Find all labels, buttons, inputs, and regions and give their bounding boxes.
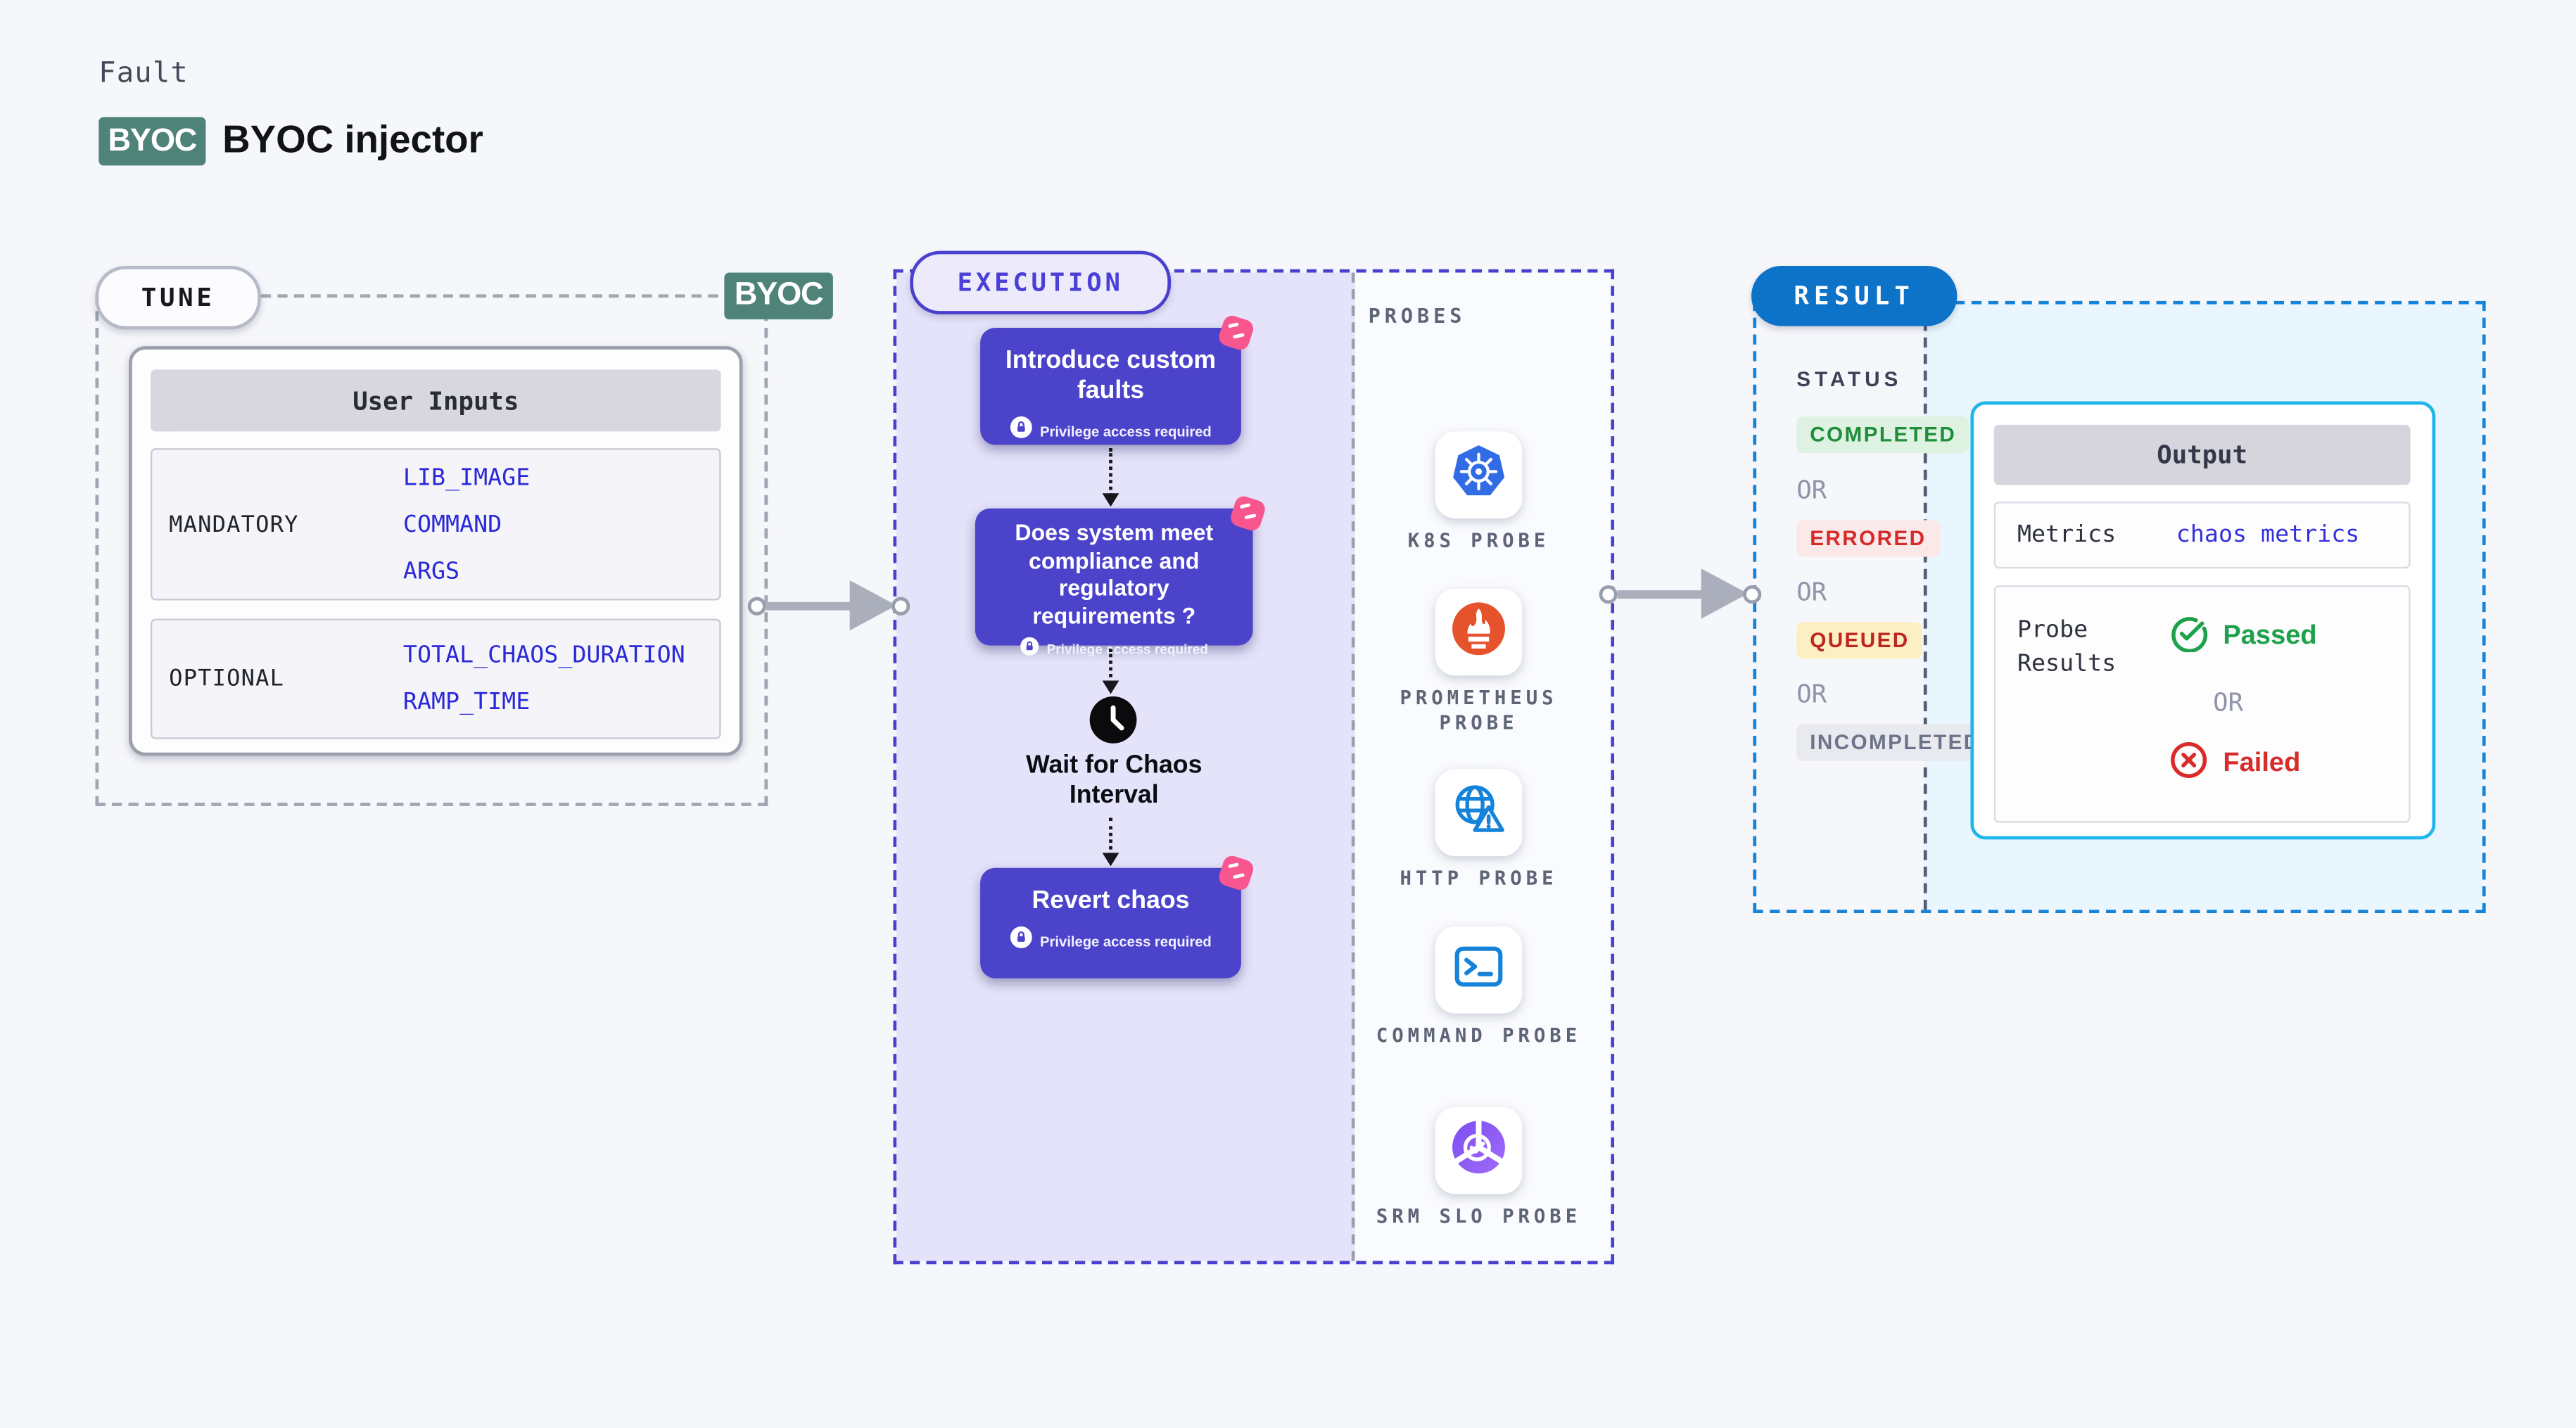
prometheus-probe-label: PROMETHEUS PROBE	[1400, 685, 1558, 734]
flow-arrow-down	[1102, 649, 1119, 694]
mandatory-label: MANDATORY	[169, 511, 299, 538]
arrow-shaft	[1617, 589, 1705, 598]
status-badge-completed: COMPLETED	[1796, 416, 1970, 454]
http-probe-card	[1435, 769, 1523, 857]
passed-result: Passed	[2169, 613, 2317, 661]
command-probe-card	[1435, 926, 1523, 1014]
input-command: COMMAND	[402, 511, 502, 538]
mandatory-row: MANDATORY LIB_IMAGE COMMAND ARGS	[150, 448, 721, 601]
arrow-end-dot	[1743, 584, 1762, 604]
privilege-note-text: Privilege access required	[1046, 641, 1208, 657]
or-separator: OR	[2213, 687, 2244, 718]
result-pill: RESULT	[1751, 265, 1958, 326]
metrics-row: Metrics chaos metrics	[1993, 502, 2411, 569]
probes-to-result-arrow	[1599, 566, 1762, 623]
step-title: Does system meet compliance and regulato…	[1015, 520, 1214, 628]
input-ramp-time: RAMP_TIME	[402, 689, 531, 716]
check-circle-icon	[2169, 613, 2208, 661]
chaos-logo-icon	[1214, 851, 1258, 903]
probes-heading: PROBES	[1368, 304, 1466, 328]
flow-arrow-down	[1102, 817, 1119, 867]
flow-arrow-down	[1102, 448, 1119, 507]
fault-eyebrow: Fault	[99, 56, 189, 91]
output-title: Output	[1993, 424, 2411, 485]
or-separator: OR	[1796, 475, 1827, 505]
k8s-probe-label: K8S PROBE	[1407, 528, 1550, 552]
status-badge-incompleted: INCOMPLETED	[1796, 724, 1994, 761]
metrics-value: chaos metrics	[2176, 521, 2360, 549]
user-inputs-card: User Inputs MANDATORY LIB_IMAGE COMMAND …	[129, 346, 743, 756]
arrowhead	[1102, 853, 1119, 867]
terminal-icon	[1449, 936, 1509, 1004]
arrow-end-dot	[892, 596, 911, 615]
wait-step-title: Wait for Chaos Interval	[1026, 751, 1203, 810]
passed-label: Passed	[2223, 622, 2317, 651]
srm-slo-probe-card	[1435, 1107, 1523, 1194]
status-badge-queued: QUEUED	[1796, 622, 1923, 659]
failed-label: Failed	[2223, 749, 2301, 778]
dotted-line	[1109, 649, 1112, 684]
clock-icon	[1087, 694, 1139, 755]
output-card: Output Metrics chaos metrics Probe Resul…	[1970, 401, 2436, 840]
arrow-head	[849, 580, 897, 631]
chaos-logo-icon	[1226, 492, 1270, 544]
step-title: Introduce custom faults	[1005, 346, 1217, 405]
dotted-line	[1109, 448, 1112, 497]
step-title: Revert chaos	[1032, 886, 1190, 915]
arrowhead	[1102, 680, 1119, 694]
probe-results-row: Probe Results Passed OR Failed	[1993, 585, 2411, 823]
command-probe-label: COMMAND PROBE	[1376, 1023, 1582, 1047]
step-compliance-check: Does system meet compliance and regulato…	[975, 496, 1265, 656]
arrow-shaft	[766, 601, 854, 610]
slo-pie-check-icon	[1449, 1116, 1509, 1185]
step-introduce-custom-faults: Introduce custom faults Privilege access…	[980, 315, 1254, 447]
status-badge-errored: ERRORED	[1796, 520, 1940, 557]
kubernetes-icon	[1449, 440, 1509, 509]
byoc-header-badge: BYOC	[99, 117, 206, 166]
tune-pill: TUNE	[95, 265, 261, 330]
input-lib-image: LIB_IMAGE	[402, 464, 531, 491]
input-total-chaos-duration: TOTAL_CHAOS_DURATION	[402, 642, 685, 669]
tune-section-box	[95, 294, 768, 806]
http-globe-icon	[1449, 779, 1509, 847]
tune-byoc-corner-badge: BYOC	[724, 272, 833, 320]
or-separator: OR	[1796, 679, 1827, 709]
or-separator: OR	[1796, 577, 1827, 607]
page-title: BYOC injector	[222, 117, 483, 161]
arrow-start-dot	[1599, 584, 1618, 604]
lock-icon	[1010, 926, 1032, 957]
privilege-note: Privilege access required	[975, 634, 1253, 664]
x-circle-icon	[2169, 741, 2208, 788]
input-args: ARGS	[402, 557, 460, 585]
prometheus-icon	[1449, 598, 1509, 666]
privilege-note-text: Privilege access required	[1040, 933, 1212, 950]
execution-pill: EXECUTION	[910, 250, 1172, 314]
chaos-logo-icon	[1214, 311, 1258, 363]
arrow-start-dot	[747, 596, 766, 615]
metrics-label: Metrics	[2017, 521, 2117, 549]
http-probe-label: HTTP PROBE	[1400, 866, 1558, 890]
privilege-note-text: Privilege access required	[1040, 423, 1212, 440]
srm-slo-probe-label: SRM SLO PROBE	[1376, 1204, 1582, 1228]
optional-row: OPTIONAL TOTAL_CHAOS_DURATION RAMP_TIME	[150, 618, 721, 739]
privilege-note: Privilege access required	[980, 416, 1241, 447]
prometheus-probe-card	[1435, 588, 1523, 676]
status-heading: STATUS	[1796, 367, 1903, 392]
lock-icon	[1020, 634, 1039, 664]
probe-results-label: Probe Results	[2017, 617, 2117, 677]
step-revert-chaos: Revert chaos Privilege access required	[980, 855, 1254, 978]
tune-to-execution-arrow	[747, 577, 911, 634]
failed-result: Failed	[2169, 741, 2300, 788]
lock-icon	[1010, 416, 1032, 447]
k8s-probe-card	[1435, 431, 1523, 518]
optional-label: OPTIONAL	[169, 665, 285, 693]
dotted-line	[1109, 817, 1112, 857]
arrowhead	[1102, 493, 1119, 507]
arrow-head	[1701, 568, 1749, 619]
privilege-note: Privilege access required	[980, 926, 1241, 957]
user-inputs-title: User Inputs	[150, 369, 721, 432]
